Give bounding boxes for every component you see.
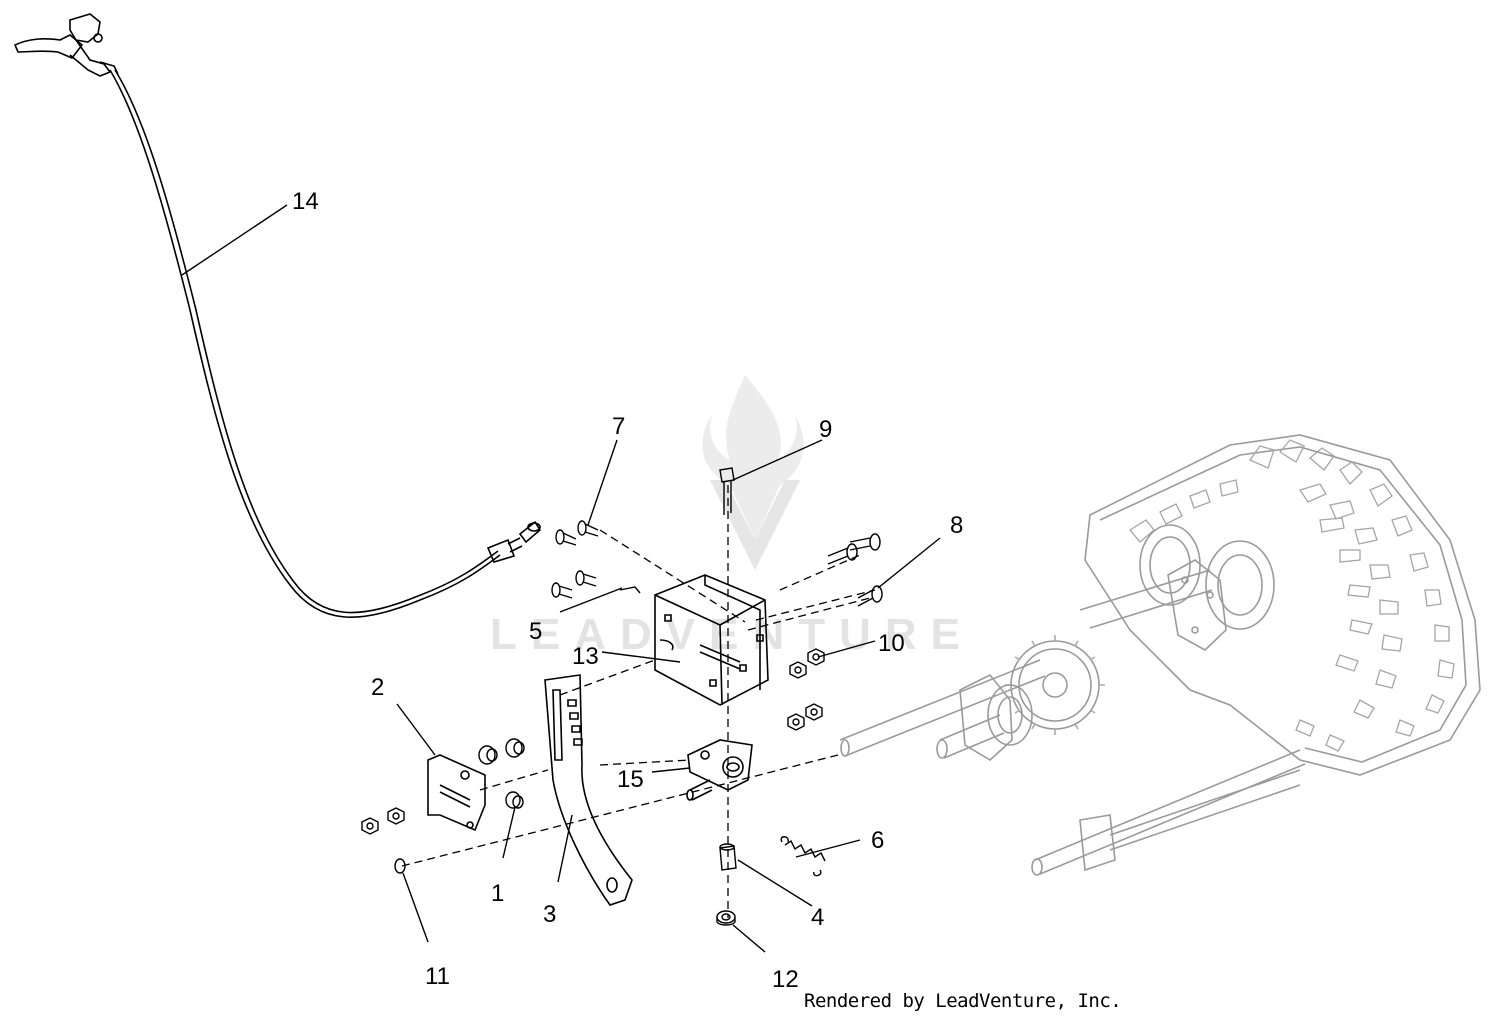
callout-10: 10 [878,630,905,657]
watermark-text: LEADVENTURE [490,610,975,659]
callout-7: 7 [612,413,626,440]
control-cable [15,14,540,617]
callout-1: 1 [491,880,505,907]
callout-8: 8 [950,512,964,539]
callout-9: 9 [819,416,833,443]
callout-11: 11 [425,963,450,990]
callout-13: 13 [572,643,599,670]
callout-6: 6 [871,827,885,854]
callout-12: 12 [772,966,799,993]
callout-3: 3 [543,901,557,928]
watermark-logo [702,375,804,570]
transmission-assembly [840,435,1480,875]
callout-5: 5 [529,618,543,645]
mounting-bracket [655,575,768,705]
callout-2: 2 [371,674,385,701]
leader-lines [182,205,940,952]
callout-14: 14 [292,188,319,215]
render-credit: Rendered by LeadVenture, Inc. [804,990,1122,1012]
assembly-lines [402,485,875,918]
cam-plate [687,740,752,800]
adjust-plate [428,755,485,830]
hardware [362,468,882,925]
callout-15: 15 [617,766,644,793]
lever-arm [545,675,632,905]
callout-4: 4 [811,904,825,931]
